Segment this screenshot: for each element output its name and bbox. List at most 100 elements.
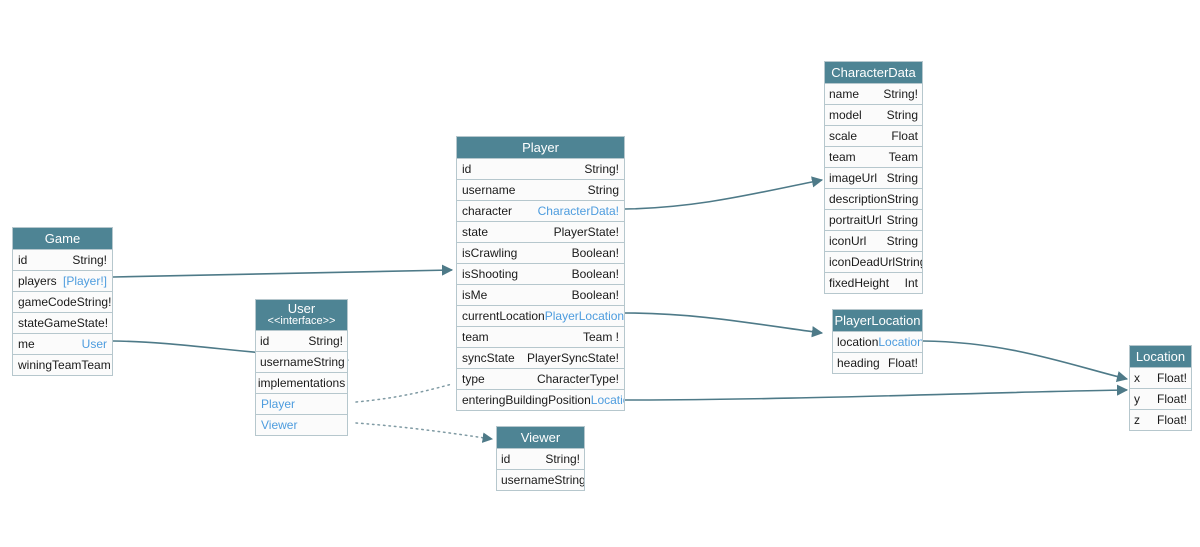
field-type: Float! [1156, 371, 1187, 385]
field-type: String [587, 183, 619, 197]
field-type: String! [72, 253, 107, 267]
field-type: Team [81, 358, 111, 372]
field-row[interactable]: isMe Boolean! [457, 284, 624, 305]
edge-game-players-to-player [112, 264, 454, 278]
edge-player-enteringbuildingposition-to-location [624, 384, 1129, 401]
field-type: Int [904, 276, 918, 290]
field-row[interactable]: scale Float [825, 125, 922, 146]
entity-characterdata-title: CharacterData [825, 62, 922, 83]
implementation-viewer[interactable]: Viewer [256, 414, 347, 435]
field-row[interactable]: type CharacterType! [457, 368, 624, 389]
field-name: id [18, 253, 28, 267]
field-name: team [462, 330, 489, 344]
field-type[interactable]: PlayerLocation! [544, 309, 624, 323]
field-name: heading [837, 356, 880, 370]
field-row[interactable]: name String! [825, 83, 922, 104]
entity-viewer-title: Viewer [497, 427, 584, 448]
field-row[interactable]: gameCode String! [13, 291, 112, 312]
field-row[interactable]: heading Float! [833, 352, 922, 373]
edge-user-player-to-player [355, 383, 453, 403]
field-name: y [1134, 392, 1140, 406]
entity-playerlocation[interactable]: PlayerLocation location Location! headin… [832, 309, 923, 374]
field-name: name [829, 87, 860, 101]
entity-user[interactable]: User <<interface>> id String! username S… [255, 299, 348, 436]
field-row[interactable]: syncState PlayerSyncState! [457, 347, 624, 368]
field-row[interactable]: me User [13, 333, 112, 354]
field-name: portraitUrl [829, 213, 882, 227]
field-type[interactable]: [Player!] [62, 274, 107, 288]
field-row[interactable]: id String! [457, 158, 624, 179]
entity-user-title: User <<interface>> [256, 300, 347, 330]
entity-player[interactable]: Player id String! username String charac… [456, 136, 625, 411]
field-row[interactable]: state PlayerState! [457, 221, 624, 242]
field-type[interactable]: Location! [878, 335, 922, 349]
field-row[interactable]: id String! [497, 448, 584, 469]
field-row[interactable]: id String! [13, 249, 112, 270]
edge-user-viewer-to-viewer [355, 422, 494, 443]
field-row[interactable]: character CharacterData! [457, 200, 624, 221]
field-type: Boolean! [571, 288, 619, 302]
field-name: syncState [462, 351, 515, 365]
field-name: iconUrl [829, 234, 867, 248]
field-name: username [260, 355, 314, 369]
entity-characterdata[interactable]: CharacterData name String! model String … [824, 61, 923, 294]
field-row[interactable]: isCrawling Boolean! [457, 242, 624, 263]
entity-location-title: Location [1130, 346, 1191, 367]
field-row[interactable]: iconUrl String [825, 230, 922, 251]
field-name: username [501, 473, 555, 487]
field-name: isCrawling [462, 246, 518, 260]
field-row[interactable]: imageUrl String [825, 167, 922, 188]
field-type: Team [888, 150, 918, 164]
field-type: String [886, 171, 918, 185]
entity-location[interactable]: Location x Float! y Float! z Float! [1129, 345, 1192, 431]
field-row[interactable]: model String [825, 104, 922, 125]
field-row[interactable]: team Team ! [457, 326, 624, 347]
field-row[interactable]: location Location! [833, 331, 922, 352]
field-name: isMe [462, 288, 488, 302]
field-type[interactable]: User [81, 337, 107, 351]
field-type: String! [883, 87, 918, 101]
field-type[interactable]: CharacterData! [537, 204, 619, 218]
field-row[interactable]: y Float! [1130, 388, 1191, 409]
field-row[interactable]: iconDeadUrl String [825, 251, 922, 272]
field-type: String! [545, 452, 580, 466]
field-name: iconDeadUrl [829, 255, 896, 269]
entity-game[interactable]: Game id String! players [Player!] gameCo… [12, 227, 113, 376]
implementation-player[interactable]: Player [256, 393, 347, 414]
field-row[interactable]: team Team [825, 146, 922, 167]
field-name: username [462, 183, 516, 197]
field-row[interactable]: players [Player!] [13, 270, 112, 291]
edge-player-character-to-characterdata [624, 176, 824, 210]
field-row[interactable]: username String [497, 469, 584, 490]
field-type: GameState! [44, 316, 109, 330]
field-row[interactable]: state GameState! [13, 312, 112, 333]
field-row[interactable]: currentLocation PlayerLocation! [457, 305, 624, 326]
field-row[interactable]: portraitUrl String [825, 209, 922, 230]
field-row[interactable]: winingTeam Team [13, 354, 112, 375]
field-row[interactable]: description String [825, 188, 922, 209]
field-row[interactable]: isShooting Boolean! [457, 263, 624, 284]
field-type[interactable]: Location [590, 393, 624, 407]
entity-viewer[interactable]: Viewer id String! username String [496, 426, 585, 491]
field-name: gameCode [18, 295, 77, 309]
field-row[interactable]: username String [256, 351, 347, 372]
field-row[interactable]: fixedHeight Int [825, 272, 922, 293]
entity-game-title: Game [13, 228, 112, 249]
field-type: String! [584, 162, 619, 176]
field-type: Float! [1156, 413, 1187, 427]
field-type: PlayerSyncState! [526, 351, 619, 365]
entity-user-name: User [287, 301, 316, 316]
field-type: Float [891, 129, 918, 143]
field-name: id [501, 452, 511, 466]
field-row[interactable]: enteringBuildingPosition Location [457, 389, 624, 410]
field-type: String! [308, 334, 343, 348]
field-type: String! [76, 295, 112, 309]
field-type: String [895, 255, 922, 269]
field-row[interactable]: id String! [256, 330, 347, 351]
field-row[interactable]: username String [457, 179, 624, 200]
field-name: scale [829, 129, 858, 143]
field-row[interactable]: x Float! [1130, 367, 1191, 388]
field-row[interactable]: z Float! [1130, 409, 1191, 430]
field-type: String [886, 108, 918, 122]
